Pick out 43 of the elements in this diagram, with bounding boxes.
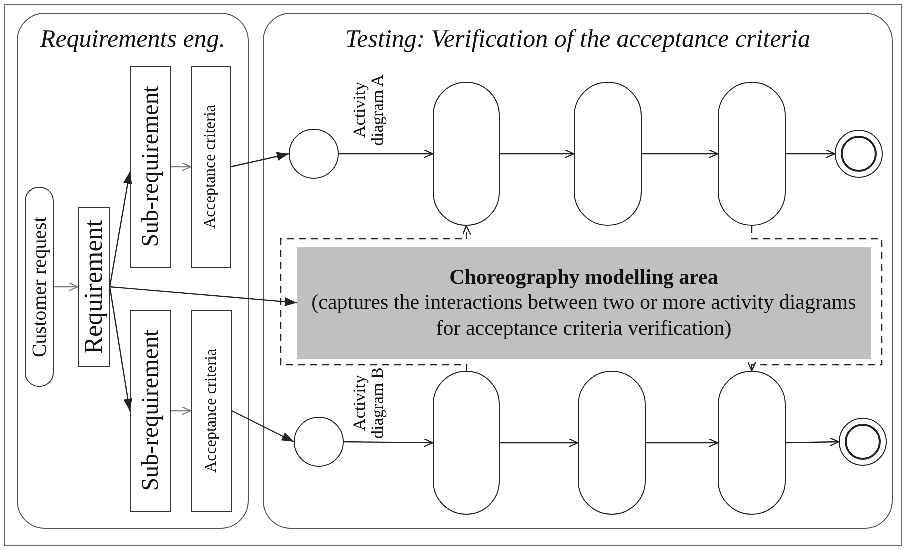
arrow: [171, 406, 192, 416]
arrow: [646, 438, 719, 448]
area-description: (captures the interactions between two or more activity diagrams for acceptance criteria verification): [310, 290, 858, 341]
arrow: [109, 172, 132, 288]
box-label: Requirement: [81, 220, 107, 354]
start-circle: [289, 129, 339, 179]
diagram-label: Activity diagram B: [351, 367, 388, 439]
arrow: [500, 149, 575, 159]
modelling-area: [297, 247, 871, 359]
swimlane-panel: [263, 13, 893, 529]
arrow: [500, 438, 579, 448]
arrow: [786, 149, 836, 159]
box-label: Acceptance criteria: [203, 105, 219, 229]
arrow: [344, 438, 434, 448]
process-box: [78, 207, 110, 367]
arrow: [109, 286, 133, 412]
start-circle: [294, 417, 344, 467]
end-circle: [835, 130, 883, 178]
box-label: Customer request: [30, 216, 50, 358]
start-pill: [25, 187, 54, 387]
area-title: Choreography modelling area: [450, 265, 718, 290]
arrow: [110, 286, 298, 306]
arrow: [54, 282, 79, 292]
arrow: [230, 152, 290, 168]
arrow: [171, 162, 192, 172]
process-box: [191, 66, 231, 268]
arrow: [642, 149, 719, 159]
box-label: Acceptance criteria: [204, 349, 220, 473]
box-label: Sub-requirement: [138, 330, 162, 492]
dashed-arrow: [747, 226, 883, 372]
arrow: [339, 149, 434, 159]
arrow: [232, 410, 294, 443]
process-box: [130, 310, 171, 512]
diagram-label: Activity diagram A: [351, 73, 388, 148]
box-label: Sub-requirement: [138, 86, 162, 248]
process-box: [130, 66, 171, 268]
panel-title: Testing: Verification of the acceptance criteria: [346, 26, 810, 53]
process-box: [191, 310, 232, 512]
panel-title: Requirements eng.: [40, 26, 226, 53]
end-circle: [839, 418, 887, 466]
dashed-arrow: [280, 225, 472, 372]
swimlane-panel: [17, 13, 249, 529]
arrow: [786, 438, 840, 447]
